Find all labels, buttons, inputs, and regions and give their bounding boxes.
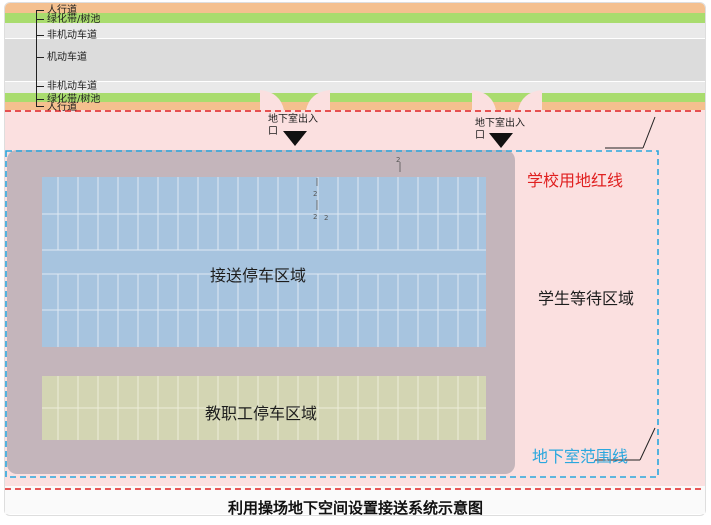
pickup-parking-label: 接送停车区域 bbox=[210, 266, 307, 285]
green-belt-top bbox=[5, 13, 705, 23]
bike-lane-bottom bbox=[5, 81, 705, 93]
lane-divider bbox=[5, 38, 705, 39]
red-line-leader bbox=[642, 116, 656, 149]
caption: 利用操场地下空间设置接送系统示意图 bbox=[227, 499, 483, 517]
parking-stall-grid bbox=[42, 376, 486, 440]
sidewalk-top bbox=[5, 3, 705, 13]
parking-stall-grid bbox=[42, 177, 486, 347]
road-bracket-tick bbox=[36, 35, 44, 36]
dimension-annotation: 2 bbox=[324, 214, 329, 222]
dimension-annotation: 2 bbox=[396, 156, 401, 164]
green-belt-bottom bbox=[5, 93, 705, 102]
sidewalk-bottom bbox=[5, 102, 705, 110]
entrance-label-left: 地下室出入口 bbox=[268, 114, 318, 137]
label-bike-lane-top: 非机动车道 bbox=[47, 30, 97, 41]
road-bracket bbox=[36, 10, 37, 106]
label-bike-lane-bottom: 非机动车道 bbox=[47, 81, 97, 92]
staff-parking-label: 教职工停车区域 bbox=[205, 404, 318, 423]
motor-lane bbox=[5, 39, 705, 81]
entrance-ramp-left bbox=[260, 90, 330, 112]
road-bracket-tick bbox=[36, 57, 44, 58]
road-bracket-tick bbox=[36, 10, 44, 11]
dimension-annotation: 2 bbox=[313, 213, 318, 221]
road-bracket-tick bbox=[36, 99, 44, 100]
road-bracket-tick bbox=[36, 86, 44, 87]
staff-parking-area bbox=[42, 376, 486, 440]
bottom-strip bbox=[5, 486, 705, 514]
image-frame bbox=[4, 2, 706, 516]
basement-line-label: 地下室范围线 bbox=[532, 447, 629, 466]
bike-lane-top bbox=[5, 23, 705, 39]
basement-line-leader bbox=[639, 427, 656, 461]
road-bracket-tick bbox=[36, 19, 44, 20]
dimension-annotation: 2 bbox=[313, 190, 318, 198]
label-green-belt-top: 绿化带/树池 bbox=[47, 14, 101, 25]
entrance-ramp-right bbox=[472, 90, 542, 112]
label-motor-lane: 机动车道 bbox=[47, 52, 87, 63]
label-sidewalk-bottom: 人行道 bbox=[47, 102, 77, 113]
entrance-arrow-icon bbox=[283, 131, 307, 146]
pickup-parking-area bbox=[42, 177, 486, 347]
entrance-label-right: 地下室出入口 bbox=[475, 118, 525, 141]
entrance-arrow-icon bbox=[489, 133, 513, 148]
label-green-belt-bottom: 绿化带/树池 bbox=[47, 94, 101, 105]
waiting-area-label: 学生等待区域 bbox=[538, 289, 635, 308]
lane-divider bbox=[5, 81, 705, 82]
label-sidewalk-top: 人行道 bbox=[47, 5, 77, 16]
basement-boundary bbox=[5, 150, 659, 478]
red-line-label: 学校用地红线 bbox=[527, 171, 624, 190]
road-bracket-tick bbox=[36, 106, 44, 107]
